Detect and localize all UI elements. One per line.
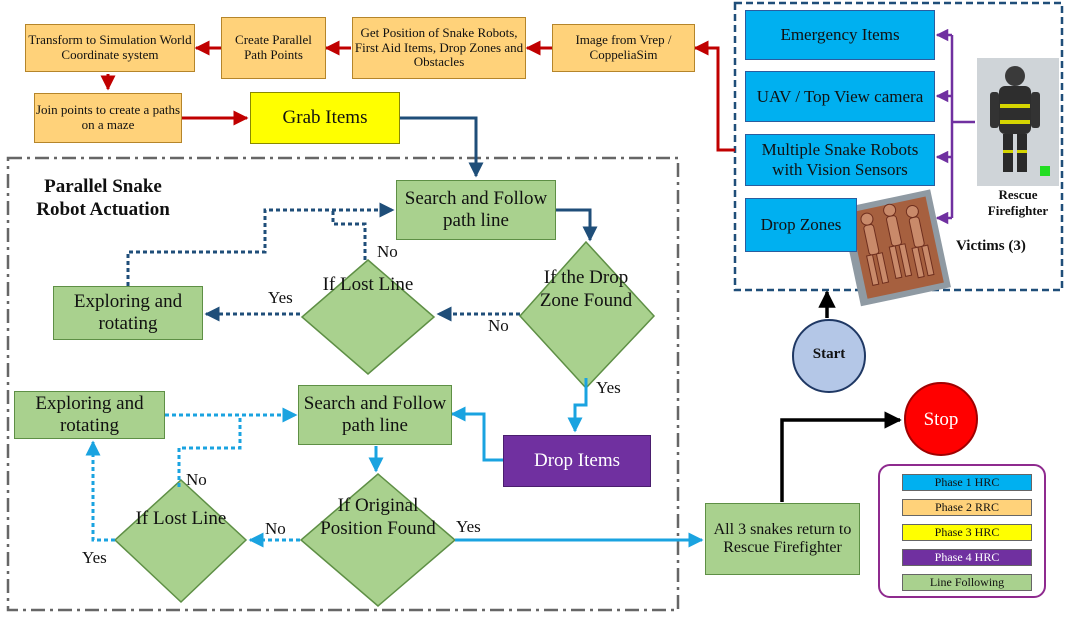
branch-no-4: No — [265, 519, 286, 538]
branch-yes-1: Yes — [268, 288, 293, 307]
original-position-label: If Original Position Found — [320, 495, 436, 539]
legend-label: Phase 4 HRC — [934, 550, 1000, 564]
lost-line-label-2: If Lost Line — [135, 508, 227, 529]
explore-rotate-box-1: Exploring and rotating — [53, 286, 203, 340]
diamond-original-position — [299, 473, 457, 607]
legend-item: Phase 3 HRC — [902, 524, 1032, 541]
actuation-title: Parallel Snake Robot Actuation — [36, 176, 170, 220]
explore-rotate-box-2: Exploring and rotating — [14, 391, 165, 439]
legend-item: Phase 2 RRC — [902, 499, 1032, 516]
victims-illustration — [840, 189, 951, 307]
legend-item: Line Following — [902, 574, 1032, 591]
lost-line-label-1: If Lost Line — [322, 274, 414, 295]
all-return-box: All 3 snakes return to Rescue Firefighte… — [705, 503, 860, 575]
legend-label: Phase 2 RRC — [934, 500, 999, 514]
branch-no-3: No — [186, 470, 207, 489]
legend: Phase 1 HRC Phase 2 RRC Phase 3 HRC Phas… — [878, 464, 1046, 598]
search-follow-label-1: Search and Follow path line — [404, 188, 548, 231]
branch-no-1: No — [377, 242, 398, 261]
branch-yes-3: Yes — [82, 548, 107, 567]
branch-yes-2: Yes — [596, 378, 621, 397]
drop-zones-box: Drop Zones — [745, 198, 857, 252]
explore-rotate-label-2: Exploring and rotating — [35, 393, 144, 436]
legend-label: Phase 3 HRC — [934, 525, 1000, 539]
emergency-items-label: Emergency Items — [780, 25, 900, 45]
firefighter-illustration — [977, 58, 1059, 186]
firefighter-label: Rescue Firefighter — [987, 187, 1049, 218]
start-label: Start — [812, 346, 846, 362]
uav-camera-label: UAV / Top View camera — [756, 86, 924, 106]
all-return-label: All 3 snakes return to Rescue Firefighte… — [713, 520, 852, 556]
legend-label: Phase 1 HRC — [934, 475, 1000, 489]
grab-items-label: Grab Items — [282, 107, 368, 129]
uav-camera-box: UAV / Top View camera — [745, 71, 935, 122]
actuation-frame — [6, 156, 680, 612]
search-follow-label-2: Search and Follow path line — [303, 393, 447, 436]
grab-items-box: Grab Items — [250, 92, 400, 144]
branch-no-2: No — [488, 316, 509, 335]
join-points-box: Join points to create a paths on a maze — [34, 93, 182, 143]
transform-label: Transform to Simulation World Coordinate… — [28, 32, 192, 62]
diamond-drop-zone — [518, 240, 656, 390]
diamond-lost-line-1 — [300, 259, 436, 375]
get-position-label: Get Position of Snake Robots, First Aid … — [354, 24, 524, 70]
environment-frame — [733, 1, 1064, 292]
diamond-lost-line-2 — [113, 478, 248, 604]
emergency-items-box: Emergency Items — [745, 10, 935, 60]
legend-label: Line Following — [929, 575, 1005, 589]
stop-label: Stop — [923, 409, 959, 430]
branch-yes-4: Yes — [456, 517, 481, 536]
search-follow-box-1: Search and Follow path line — [396, 180, 556, 240]
stop-circle — [904, 382, 978, 456]
snake-robots-label: Multiple Snake Robots with Vision Sensor… — [761, 140, 919, 179]
drop-zones-label: Drop Zones — [760, 215, 842, 235]
search-follow-box-2: Search and Follow path line — [298, 385, 452, 445]
image-source-label: Image from Vrep / CoppeliaSim — [575, 32, 672, 62]
transform-box: Transform to Simulation World Coordinate… — [25, 24, 195, 72]
explore-rotate-label-1: Exploring and rotating — [73, 291, 183, 334]
join-points-label: Join points to create a paths on a maze — [35, 102, 181, 132]
start-circle — [792, 319, 866, 393]
get-position-box: Get Position of Snake Robots, First Aid … — [352, 17, 526, 79]
drop-zone-label: If the Drop Zone Found — [539, 267, 633, 311]
snake-robots-box: Multiple Snake Robots with Vision Sensor… — [745, 134, 935, 186]
legend-item: Phase 4 HRC — [902, 549, 1032, 566]
image-source-box: Image from Vrep / CoppeliaSim — [552, 24, 695, 72]
drop-items-label: Drop Items — [533, 450, 620, 472]
drop-items-box: Drop Items — [503, 435, 651, 487]
victims-label: Victims (3) — [956, 238, 1026, 254]
parallel-points-label: Create Parallel Path Points — [235, 32, 312, 62]
parallel-points-box: Create Parallel Path Points — [221, 17, 326, 79]
legend-item: Phase 1 HRC — [902, 474, 1032, 491]
